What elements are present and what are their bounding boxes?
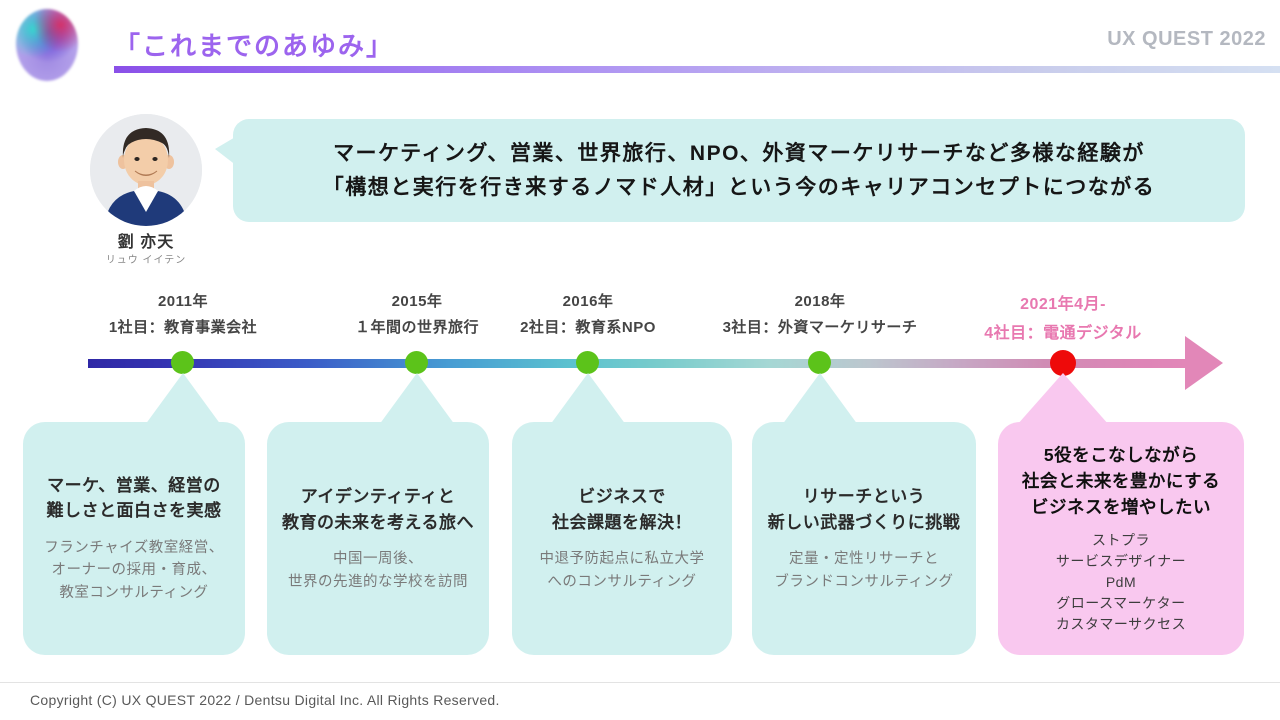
- milestone-dot: [405, 351, 428, 374]
- event-wordmark: UX QUEST 2022: [1107, 28, 1266, 50]
- gradient-orb-logo-icon: [16, 9, 78, 81]
- milestone-year: 2018年: [794, 293, 846, 310]
- callout-box-2: アイデンティティと 教育の未来を考える旅へ 中国一周後、 世界の先進的な学校を訪…: [267, 422, 489, 655]
- milestone-dot: [576, 351, 599, 374]
- speech-bubble: マーケティング、営業、世界旅行、NPO、外資マーケリサーチなど多様な経験が 「構…: [233, 119, 1245, 222]
- milestone-label: 1社目：教育事業会社: [108, 319, 258, 336]
- milestone-dot: [171, 351, 194, 374]
- callout-box-5: 5役をこなしながら 社会と未来を豊かにする ビジネスを増やしたい ストプラ サー…: [998, 422, 1244, 655]
- milestone-year: 2021年4月-: [1020, 296, 1106, 313]
- profile-name: 劉 亦天: [117, 234, 175, 251]
- milestone-label-group: 2015年 １年間の世界旅行: [277, 290, 557, 337]
- milestone-label-group: 2016年 2社目：教育系NPO: [448, 290, 728, 337]
- avatar-photo: [90, 114, 202, 226]
- page-title: 「これまでのあゆみ」: [114, 31, 395, 61]
- milestone-label: 2社目：教育系NPO: [520, 319, 656, 336]
- milestone-year: 2011年: [157, 293, 209, 310]
- callout-box-3: ビジネスで 社会課題を解決！ 中退予防起点に私立大学 へのコンサルティング: [512, 422, 732, 655]
- callout-body: 中国一周後、 世界の先進的な学校を訪問: [288, 551, 468, 590]
- callout-title: マーケ、営業、経営の 難しさと面白さを実感: [46, 475, 222, 521]
- timeline-arrow-icon: [1185, 336, 1223, 390]
- callout-title: リサーチという 新しい武器づくりに挑戦: [767, 487, 961, 532]
- milestone-tail: [379, 373, 455, 425]
- milestone-tail: [1017, 373, 1109, 425]
- milestone-year: 2016年: [562, 293, 614, 310]
- copyright-text: Copyright (C) UX QUEST 2022 / Dentsu Dig…: [30, 692, 500, 708]
- callout-title: アイデンティティと 教育の未来を考える旅へ: [282, 487, 474, 532]
- milestone-year: 2015年: [391, 293, 443, 310]
- callout-body: フランチャイズ教室経営、 オーナーの採用・育成、 教室コンサルティング: [44, 539, 224, 601]
- timeline-line: [88, 359, 1188, 368]
- milestone-tail: [145, 373, 221, 425]
- speech-bubble-tail: [215, 136, 237, 166]
- milestone-tail: [782, 373, 858, 425]
- avatar: [90, 114, 202, 226]
- callout-body: ストプラ サービスデザイナー PdM グロースマーケター カスタマーサクセス: [1055, 532, 1187, 633]
- callout-body: 定量・定性リサーチと ブランドコンサルティング: [774, 551, 954, 590]
- milestone-label-group: 2018年 3社目：外資マーケリサーチ: [680, 290, 960, 337]
- milestone-dot: [808, 351, 831, 374]
- milestone-tail: [550, 373, 626, 425]
- milestone-label-group: 2021年4月- 4社目：電通デジタル: [923, 290, 1203, 343]
- callout-box-4: リサーチという 新しい武器づくりに挑戦 定量・定性リサーチと ブランドコンサルテ…: [752, 422, 976, 655]
- profile-name-kana: リュウ イイテン: [105, 255, 187, 266]
- milestone-dot: [1050, 350, 1076, 376]
- footer-divider: [0, 682, 1280, 683]
- callout-title: ビジネスで 社会課題を解決！: [552, 487, 692, 532]
- milestone-label-group: 2011年 1社目：教育事業会社: [43, 290, 323, 337]
- milestone-label: １年間の世界旅行: [354, 319, 479, 336]
- header-underline: [114, 66, 1280, 73]
- callout-body: 中退予防起点に私立大学 へのコンサルティング: [539, 551, 705, 590]
- callout-box-1: マーケ、営業、経営の 難しさと面白さを実感 フランチャイズ教室経営、 オーナーの…: [23, 422, 245, 655]
- milestone-label: 4社目：電通デジタル: [984, 325, 1142, 342]
- milestone-label: 3社目：外資マーケリサーチ: [722, 319, 918, 336]
- speech-bubble-text: マーケティング、営業、世界旅行、NPO、外資マーケリサーチなど多様な経験が 「構…: [322, 141, 1156, 199]
- callout-title: 5役をこなしながら 社会と未来を豊かにする ビジネスを増やしたい: [1021, 444, 1221, 518]
